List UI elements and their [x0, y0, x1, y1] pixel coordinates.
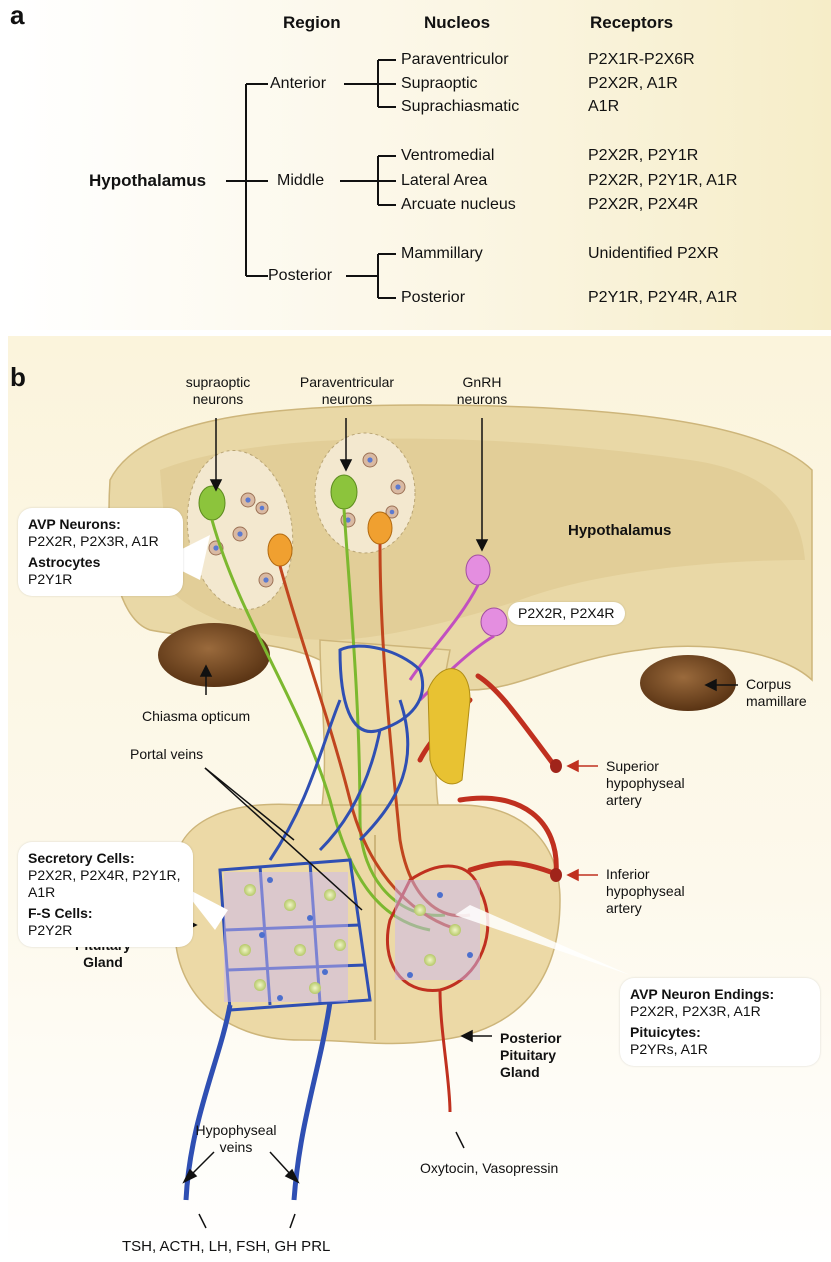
- box-pituicytes-title: Pituicytes:: [630, 1024, 810, 1041]
- label-hypothalamus: Hypothalamus: [568, 522, 671, 539]
- chiasma-opticum-shape: [158, 623, 270, 687]
- box-pituicytes-value: P2YRs, A1R: [630, 1041, 810, 1058]
- box-secretory-value: P2X2R, P2X4R, P2Y1R, A1R: [28, 867, 183, 901]
- box-secretory-title: Secretory Cells:: [28, 850, 183, 867]
- label-gnrh-receptors: P2X2R, P2X4R: [508, 602, 625, 625]
- label-supraoptic-neurons: supraoptic neurons: [168, 374, 268, 408]
- label-posterior-pituitary: Posterior Pituitary Gland: [500, 1030, 586, 1081]
- box-secretory-cells: Secretory Cells: P2X2R, P2X4R, P2Y1R, A1…: [18, 842, 193, 947]
- label-inferior-artery: Inferior hypophyseal artery: [606, 866, 696, 917]
- box-fs-value: P2Y2R: [28, 922, 183, 939]
- box-avp-neurons: AVP Neurons: P2X2R, P2X3R, A1R Astrocyte…: [18, 508, 183, 596]
- box-avp-value: P2X2R, P2X3R, A1R: [28, 533, 173, 550]
- label-hormones: TSH, ACTH, LH, FSH, GH PRL: [122, 1238, 330, 1255]
- label-chiasma-opticum: Chiasma opticum: [142, 708, 250, 725]
- box-astrocytes-title: Astrocytes: [28, 554, 173, 571]
- label-oxytocin-vasopressin: Oxytocin, Vasopressin: [420, 1160, 558, 1177]
- label-paraventricular-neurons: Paraventricular neurons: [292, 374, 402, 408]
- label-hypophyseal-veins: Hypophyseal veins: [186, 1122, 286, 1156]
- box-astrocytes-value: P2Y1R: [28, 571, 173, 588]
- box-avp-title: AVP Neurons:: [28, 516, 173, 533]
- label-gnrh-neurons: GnRH neurons: [446, 374, 518, 408]
- label-corpus-mamillare: Corpus mamillare: [746, 676, 826, 710]
- box-fs-title: F-S Cells:: [28, 905, 183, 922]
- label-superior-artery: Superior hypophyseal artery: [606, 758, 696, 809]
- box-endings-value: P2X2R, P2X3R, A1R: [630, 1003, 810, 1020]
- label-portal-veins: Portal veins: [130, 746, 203, 763]
- corpus-mamillare-shape: [640, 655, 736, 711]
- box-endings-title: AVP Neuron Endings:: [630, 986, 810, 1003]
- box-avp-endings: AVP Neuron Endings: P2X2R, P2X3R, A1R Pi…: [620, 978, 820, 1066]
